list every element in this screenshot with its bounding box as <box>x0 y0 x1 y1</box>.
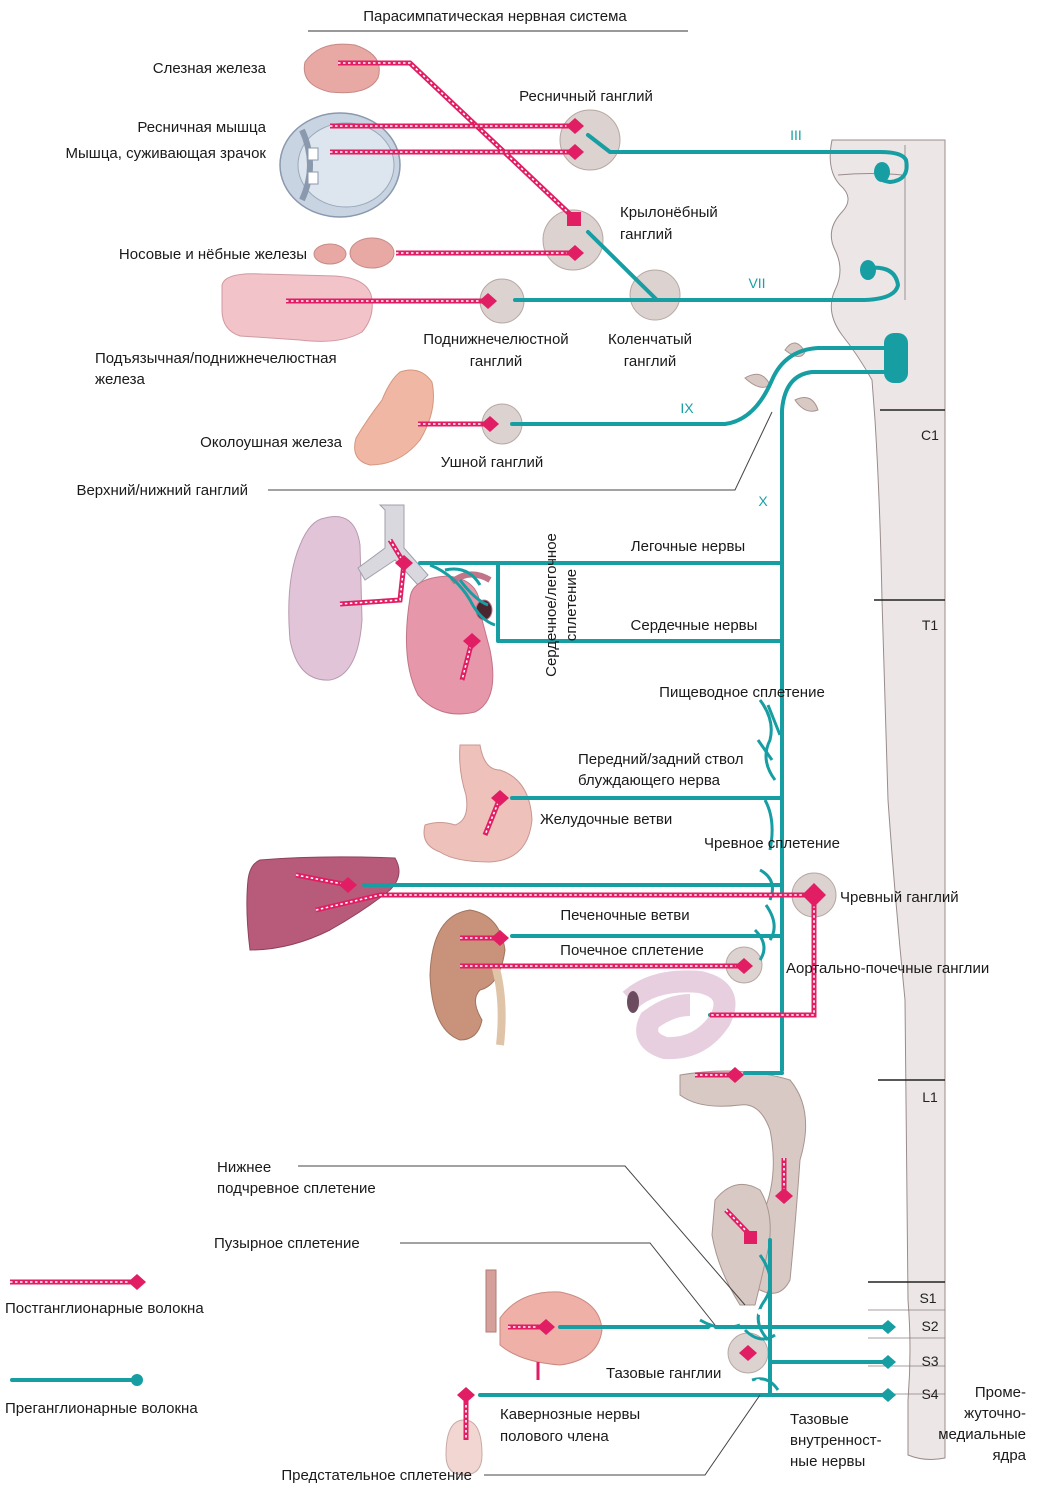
segment-l1: L1 <box>922 1089 938 1105</box>
label-inf-hypo-1: Нижнее <box>217 1159 271 1176</box>
label-pterygo-2: ганглий <box>620 226 672 243</box>
eyeball <box>280 113 400 217</box>
label-celiac-plexus: Чревное сплетение <box>704 835 840 852</box>
label-pelvic-splanchnic-3: ные нервы <box>790 1453 865 1470</box>
segment-t1: T1 <box>922 617 939 633</box>
segment-c1: C1 <box>921 427 939 443</box>
liver <box>247 857 399 950</box>
label-prostatic: Предстательное сплетение <box>281 1467 472 1484</box>
label-sublingual-1: Подъязычная/поднижнечелюстная <box>95 350 337 367</box>
label-aorticorenal: Аортально-почечные ганглии <box>786 960 989 977</box>
label-vesical: Пузырное сплетение <box>214 1235 360 1252</box>
cranial-nerve-ix: IX <box>680 400 694 416</box>
segment-s4: S4 <box>921 1386 938 1402</box>
label-genic-1: Коленчатый <box>608 331 692 348</box>
label-cardiopulm-1: Сердечное/легочное <box>543 533 560 677</box>
label-submand-2: ганглий <box>470 353 522 370</box>
label-otic-ganglion: Ушной ганглий <box>441 454 543 471</box>
label-pterygo-1: Крылонёбный <box>620 204 718 221</box>
sacral-diamonds <box>880 1320 896 1402</box>
label-sublingual-2: железа <box>95 371 146 388</box>
label-pupil-sphincter: Мышца, суживающая зрачок <box>66 145 267 162</box>
label-pelvic-ganglia: Тазовые ганглии <box>606 1365 721 1382</box>
legend: Постганглионарные волокна Преганглионарн… <box>5 1274 204 1417</box>
label-vagal-trunk-1: Передний/задний ствол <box>578 751 744 768</box>
segment-s2: S2 <box>921 1318 938 1334</box>
label-cardiac-nerves: Сердечные нервы <box>631 617 758 634</box>
segment-s3: S3 <box>921 1353 938 1369</box>
heart <box>406 574 492 713</box>
label-submand-1: Поднижнечелюстной <box>423 331 568 348</box>
label-pelvic-splanchnic-1: Тазовые <box>790 1411 849 1428</box>
label-sup-inf-ganglion: Верхний/нижний ганглий <box>76 482 248 499</box>
diagram-title: Парасимпатическая нервная система <box>363 8 627 25</box>
cranial-nerve-x: X <box>758 493 768 509</box>
cranial-nerve-iii: III <box>790 127 802 143</box>
label-renal-plexus: Почечное сплетение <box>560 942 704 959</box>
legend-preganglionic-label: Преганглионарные волокна <box>5 1400 198 1417</box>
label-intermed-4: ядра <box>992 1447 1026 1464</box>
lacrimal-gland <box>304 44 379 93</box>
label-ciliary-ganglion: Ресничный ганглий <box>519 88 653 105</box>
label-vagal-trunk-2: блуждающего нерва <box>578 772 721 789</box>
geniculate-ganglion <box>630 270 680 320</box>
legend-postganglionic-swatch <box>10 1274 146 1290</box>
label-intermed-1: Проме- <box>975 1384 1026 1401</box>
label-ciliary-muscle: Ресничная мышца <box>137 119 266 136</box>
label-gastric: Желудочные ветви <box>540 811 672 828</box>
ciliary-ganglion <box>560 110 620 170</box>
label-cardiopulm-2: сплетение <box>563 569 580 641</box>
nasal-gland-large <box>350 238 394 268</box>
label-inf-hypo-2: подчревное сплетение <box>217 1180 376 1197</box>
label-pulmonary-nerves: Легочные нервы <box>631 538 745 555</box>
segment-s1: S1 <box>919 1290 936 1306</box>
label-nasal-glands: Носовые и нёбные железы <box>119 246 307 263</box>
label-lacrimal-gland: Слезная железа <box>153 60 267 77</box>
label-genic-2: ганглий <box>624 353 676 370</box>
nasal-gland-small <box>314 244 346 264</box>
cranial-nerve-vii: VII <box>748 275 765 291</box>
label-hepatic: Печеночные ветви <box>560 907 689 924</box>
parotid-gland <box>355 370 434 465</box>
sublingual-gland <box>222 274 372 342</box>
stomach <box>424 745 532 862</box>
kidney <box>430 910 505 1045</box>
label-esophageal: Пищеводное сплетение <box>659 684 825 701</box>
label-intermed-2: жуточно- <box>964 1405 1026 1422</box>
legend-postganglionic-label: Постганглионарные волокна <box>5 1300 204 1317</box>
label-celiac-ganglion: Чревный ганглий <box>840 889 959 906</box>
label-cavernous-1: Кавернозные нервы <box>500 1406 640 1423</box>
label-cavernous-2: полового члена <box>500 1428 609 1445</box>
label-pelvic-splanchnic-2: внутренност- <box>790 1432 882 1449</box>
label-parotid: Околоушная железа <box>200 434 342 451</box>
label-intermed-3: медиальные <box>938 1426 1026 1443</box>
legend-preganglionic-swatch <box>12 1374 143 1386</box>
